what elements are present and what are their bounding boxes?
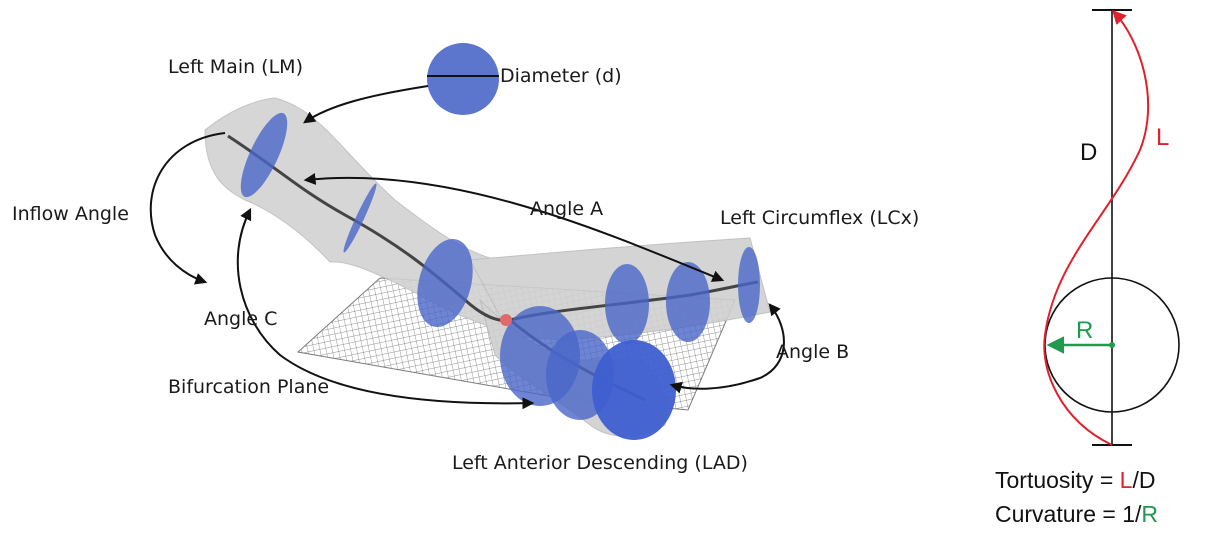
r-label: R	[1076, 317, 1093, 344]
curvature-formula: Curvature = 1/R	[995, 501, 1158, 527]
diameter-glyph	[427, 43, 499, 115]
lad-cross-section-3	[592, 340, 676, 440]
lcx-cross-section-1	[605, 264, 649, 344]
tortuosity-formula: Tortuosity = L/D	[995, 467, 1155, 493]
label-bifurcation-plane: Bifurcation Plane	[168, 376, 329, 398]
label-left-main: Left Main (LM)	[168, 56, 303, 78]
diameter-arrow	[303, 85, 429, 124]
lm-cross-section	[240, 112, 288, 198]
curvature-r: R	[1141, 501, 1158, 527]
l-label: L	[1156, 124, 1169, 151]
tortuosity-prefix: Tortuosity =	[995, 467, 1120, 493]
inflow-angle-arrow	[149, 132, 226, 285]
label-diameter: Diameter (d)	[500, 65, 622, 87]
bifurcation-point	[500, 314, 512, 326]
tortuosity-suffix: /D	[1132, 467, 1155, 493]
angle-c-arrow	[236, 207, 535, 410]
l-curve	[1043, 9, 1150, 446]
d-label: D	[1080, 139, 1097, 166]
lcx-cross-section-2	[666, 262, 710, 342]
annotation-arrows	[149, 85, 785, 410]
curvature-prefix: Curvature = 1/	[995, 501, 1142, 527]
tortuosity-l: L	[1120, 467, 1133, 493]
label-left-circumflex: Left Circumflex (LCx)	[720, 207, 919, 229]
circle-center	[1109, 342, 1115, 348]
tortuosity-panel: D L R Tortuosity = L/D Curvature = 1/R	[995, 9, 1180, 527]
label-angle-b: Angle B	[776, 341, 849, 363]
lcx-cross-section-3	[738, 247, 760, 323]
label-angle-c: Angle C	[204, 308, 277, 330]
angle-a-arrow	[303, 173, 725, 282]
label-angle-a: Angle A	[530, 198, 603, 220]
label-inflow-angle: Inflow Angle	[12, 203, 129, 225]
diameter-disc	[427, 43, 499, 115]
angle-b-arrow	[669, 303, 785, 394]
label-lad: Left Anterior Descending (LAD)	[452, 452, 748, 474]
